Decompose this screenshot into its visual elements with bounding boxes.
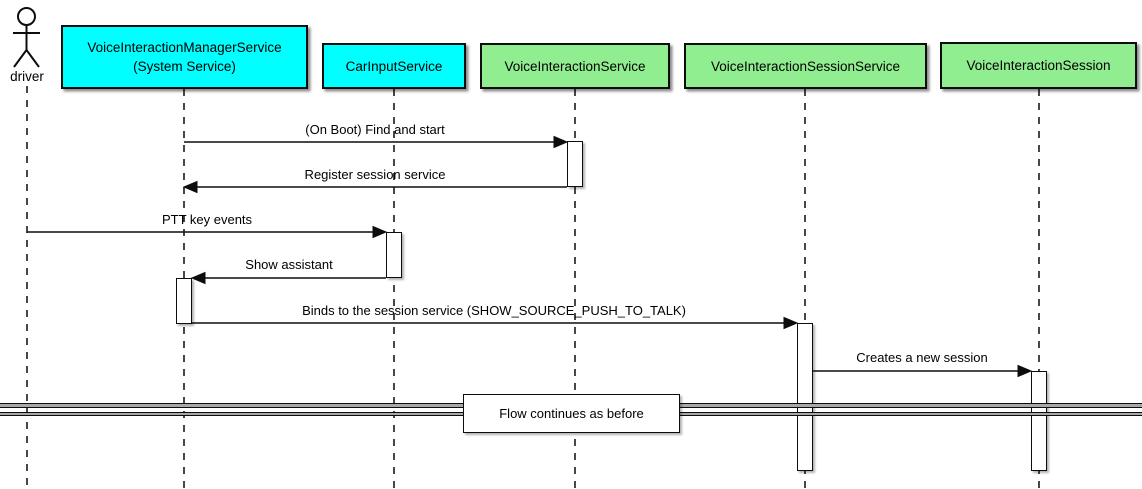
message-label-ptt-key-events: PTT key events <box>161 212 253 227</box>
actor-label: driver <box>10 69 44 84</box>
message-arrow-register-session-service <box>182 180 567 194</box>
message-label-creates-new-session: Creates a new session <box>856 350 988 365</box>
participant-voice-interaction-session: VoiceInteractionSession <box>940 42 1137 89</box>
activation-bar-car-input-service <box>386 232 402 278</box>
divider-label: Flow continues as before <box>499 406 644 421</box>
message-arrow-show-assistant <box>190 271 386 285</box>
participant-voice-interaction-manager-service: VoiceInteractionManagerService (System S… <box>61 25 308 89</box>
message-label-on-boot-find-and-start: (On Boot) Find and start <box>305 122 445 137</box>
activation-bar-voice-interaction-session-service <box>797 323 813 471</box>
message-label-show-assistant: Show assistant <box>245 257 333 272</box>
message-label-binds-to-session-service: Binds to the session service (SHOW_SOURC… <box>302 303 686 318</box>
participant-voice-interaction-session-service: VoiceInteractionSessionService <box>684 43 927 89</box>
message-arrow-creates-new-session <box>813 364 1033 378</box>
activation-bar-voice-interaction-session <box>1031 371 1047 471</box>
participant-car-input-service: CarInputService <box>322 43 466 89</box>
participant-voice-interaction-service: VoiceInteractionService <box>480 43 670 89</box>
activation-bar-voice-interaction-manager-service <box>176 278 192 324</box>
divider-label-box: Flow continues as before <box>463 394 680 433</box>
activation-bar-voice-interaction-service <box>567 141 583 187</box>
message-arrow-binds-to-session-service <box>192 316 799 330</box>
actor-icon <box>13 7 40 68</box>
message-arrow-ptt-key-events <box>27 225 388 239</box>
message-arrow-on-boot-find-and-start <box>184 135 569 149</box>
message-label-register-session-service: Register session service <box>304 167 446 182</box>
